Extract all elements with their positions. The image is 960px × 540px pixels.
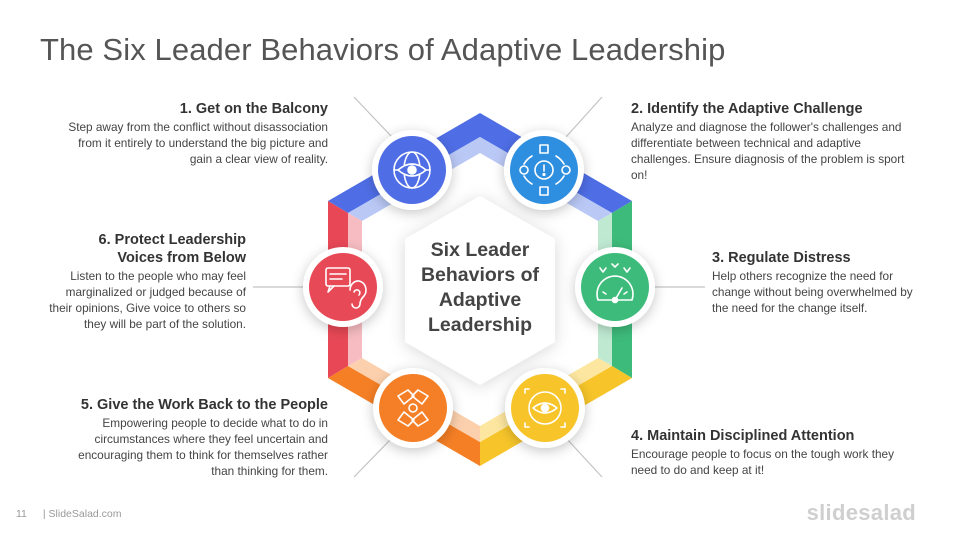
handshake-icon bbox=[397, 389, 429, 427]
eye-globe-icon bbox=[393, 151, 431, 189]
behavior-body: Analyze and diagnose the follower's chal… bbox=[631, 120, 905, 182]
center-line-3: Adaptive bbox=[438, 289, 522, 311]
behavior-heading: 4. Maintain Disciplined Attention bbox=[631, 428, 855, 444]
center-label: Six Leader Behaviors of Adaptive Leaders… bbox=[405, 238, 555, 338]
behavior-heading: 2. Identify the Adaptive Challenge bbox=[631, 101, 863, 117]
circle-6 bbox=[303, 247, 383, 327]
slide-footer: 11 | SlideSalad.com bbox=[16, 508, 122, 520]
behavior-heading: 1. Get on the Balcony bbox=[179, 101, 328, 117]
behavior-body: Help others recognize the need for chang… bbox=[712, 269, 913, 315]
behavior-body: Empowering people to decide what to do i… bbox=[78, 416, 328, 478]
listening-ear-icon bbox=[325, 267, 367, 309]
behavior-heading-line-2: Voices from Below bbox=[117, 250, 246, 266]
connector-5 bbox=[353, 437, 393, 478]
focus-eye-icon bbox=[524, 388, 566, 428]
behavior-item-6: 6. Protect Leadership Voices from Below … bbox=[40, 231, 246, 332]
center-line-1: Six Leader bbox=[430, 239, 530, 261]
behavior-heading: 3. Regulate Distress bbox=[712, 250, 851, 266]
circle-3 bbox=[575, 247, 655, 327]
behavior-heading-line-1: 6. Protect Leadership bbox=[98, 232, 246, 248]
footer-source[interactable]: | SlideSalad.com bbox=[42, 508, 122, 520]
brand-logo: slidesalad bbox=[806, 500, 916, 525]
center-hexagon bbox=[405, 196, 555, 385]
behavior-item-1: 1. Get on the Balcony Step away from the… bbox=[54, 100, 328, 167]
circle-5 bbox=[373, 368, 453, 448]
behavior-heading: 5. Give the Work Back to the People bbox=[80, 397, 328, 413]
connector-1 bbox=[353, 96, 393, 138]
center-line-4: Leadership bbox=[427, 314, 533, 336]
behavior-item-4: 4. Maintain Disciplined Attention Encour… bbox=[631, 427, 921, 478]
exclamation-network-icon bbox=[519, 144, 571, 196]
slide-title: The Six Leader Behaviors of Adaptive Lea… bbox=[40, 32, 726, 67]
behavior-item-5: 5. Give the Work Back to the People Empo… bbox=[52, 396, 328, 479]
behavior-body: Encourage people to focus on the tough w… bbox=[631, 447, 894, 477]
behavior-body: Listen to the people who may feel margin… bbox=[49, 269, 246, 331]
connector-4 bbox=[565, 437, 603, 478]
behavior-heading: 6. Protect Leadership Voices from Below bbox=[40, 231, 246, 267]
stress-gauge-icon bbox=[596, 263, 634, 304]
page-number: 11 bbox=[16, 508, 27, 520]
center-line-2: Behaviors of bbox=[420, 264, 540, 286]
behavior-body: Step away from the conflict without disa… bbox=[68, 120, 328, 166]
connector-2 bbox=[565, 96, 603, 138]
behavior-item-3: 3. Regulate Distress Help others recogni… bbox=[712, 249, 922, 316]
behavior-item-2: 2. Identify the Adaptive Challenge Analy… bbox=[631, 100, 915, 183]
